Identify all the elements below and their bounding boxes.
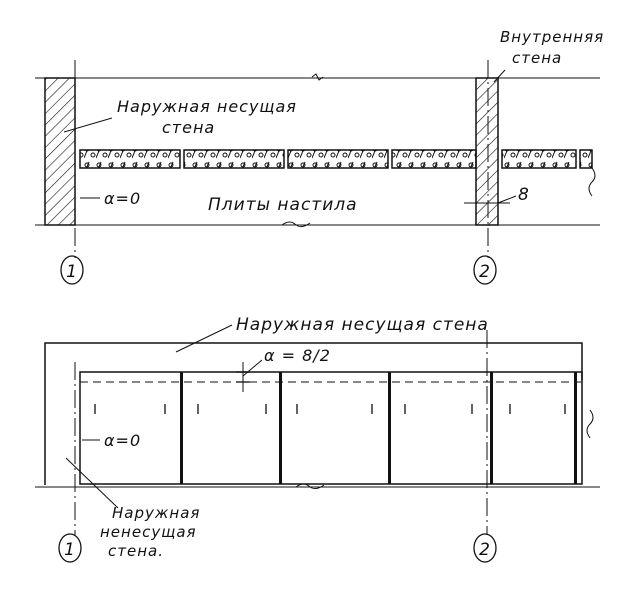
slabs-label: Плиты настила [208,195,358,215]
slab [579,149,593,169]
slab-joint [279,372,282,484]
axis-bubble-1 [58,533,82,563]
bottom-section: 1 2 Наружная несущая стена α = 8/2 α=0 Н… [35,315,600,563]
outer-nonbearing-wall-label: ненесущая [100,523,197,541]
alpha-zero-label: α=0 [104,189,141,208]
axis-bubble-2 [473,533,497,563]
alpha-zero-label: α=0 [104,431,141,450]
top-section: 1 2 Внутренняя стена Наружная несущая ст… [35,28,604,285]
axis-label-1: 1 [64,540,76,560]
outer-bearing-wall-label: Наружная несущая стена [236,315,489,335]
slab [79,149,181,169]
dimension-leader [242,359,263,377]
slab-joint [388,372,391,484]
slab-joint [180,372,183,484]
axis-bubble-2 [473,255,497,285]
break-mark [281,221,311,228]
leader-line [493,69,506,83]
slab [391,149,477,169]
slab [501,149,577,169]
inner-wall-label: Внутренняя [500,28,604,46]
break-mark [311,73,324,81]
dimension-leader [497,195,517,204]
slab-strip [79,149,596,197]
slab-frame [79,371,583,485]
outer-bearing-wall-label: Наружная несущая [117,97,297,116]
slab-joint [574,372,577,484]
leader-line [175,324,233,353]
axis-label-1: 1 [66,262,78,282]
inner-wall-label: стена [512,49,562,67]
slab [183,149,285,169]
leader-line [65,457,119,509]
slab [287,149,389,169]
wall-thickness-label: 8 [518,185,530,205]
axis-label-2: 2 [479,540,491,560]
outer-bearing-wall-label: стена [162,118,215,137]
outer-wall-frame [44,342,583,485]
axis-label-2: 2 [479,262,491,282]
outer-nonbearing-wall-label: Наружная [112,504,200,522]
alpha-half-label: α = 8/2 [264,346,331,365]
break-mark [588,167,596,197]
outer-bearing-wall [44,77,76,226]
axis-bubble-1 [60,255,84,285]
leader-line [63,117,113,133]
slab-ticks [94,404,566,414]
outer-nonbearing-wall-label: стена. [108,542,164,560]
slab-joint [490,372,493,484]
break-mark [586,409,594,439]
